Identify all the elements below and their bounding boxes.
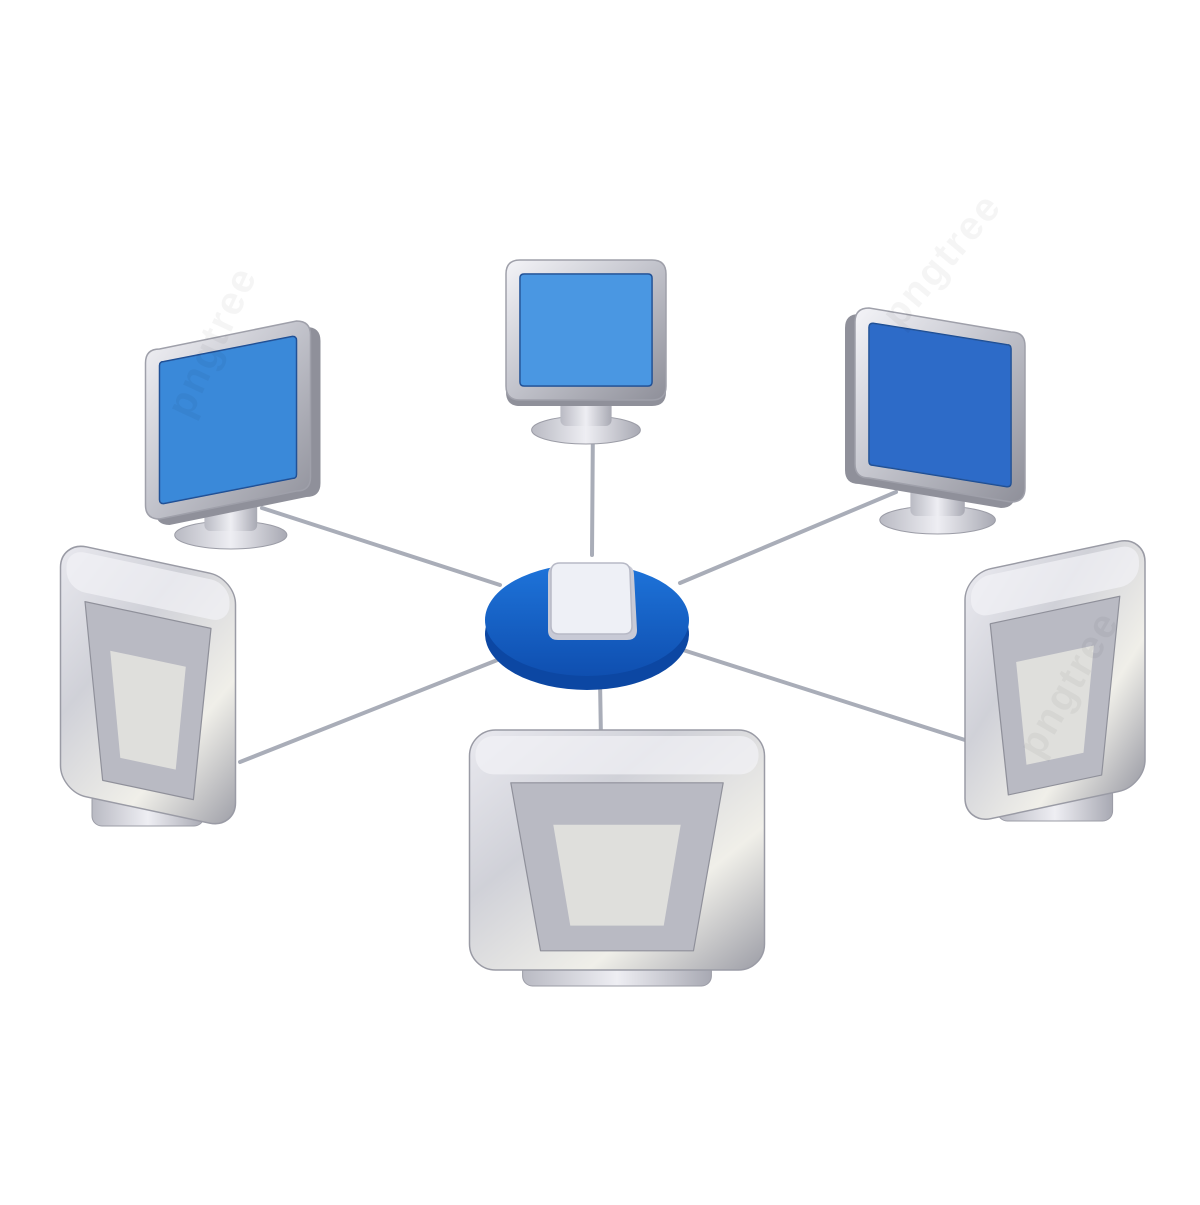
monitor-back-highlight	[1016, 645, 1094, 765]
monitor-front-right	[964, 540, 1146, 822]
monitor-back-left	[144, 320, 321, 550]
cable-group	[238, 413, 967, 764]
monitor-screen	[868, 322, 1012, 488]
monitor-back-highlight	[553, 824, 681, 926]
monitor-back-rim	[66, 552, 230, 620]
cable-front-right	[681, 648, 967, 742]
hub-group	[485, 562, 689, 690]
monitor-back-rim	[475, 736, 759, 775]
monitor-back-highlight	[110, 650, 186, 770]
monitor-screen-glare	[520, 274, 652, 386]
monitor-screen	[158, 335, 298, 505]
cable-front-left	[238, 655, 507, 764]
monitor-back-center	[505, 259, 667, 445]
monitor-screen-glare	[159, 336, 297, 504]
monitor-front-center	[468, 729, 766, 987]
switch-device	[550, 562, 633, 635]
monitor-front-left	[59, 545, 237, 827]
monitor-back-right	[845, 307, 1026, 535]
monitor-screen-glare	[869, 323, 1011, 487]
monitor-group	[59, 259, 1146, 987]
monitor-screen	[519, 273, 653, 387]
cable-back-left	[260, 506, 502, 587]
watermark-text: pngtree	[873, 184, 1010, 335]
monitor-back-rim	[971, 546, 1139, 616]
cable-back-right	[678, 490, 898, 585]
